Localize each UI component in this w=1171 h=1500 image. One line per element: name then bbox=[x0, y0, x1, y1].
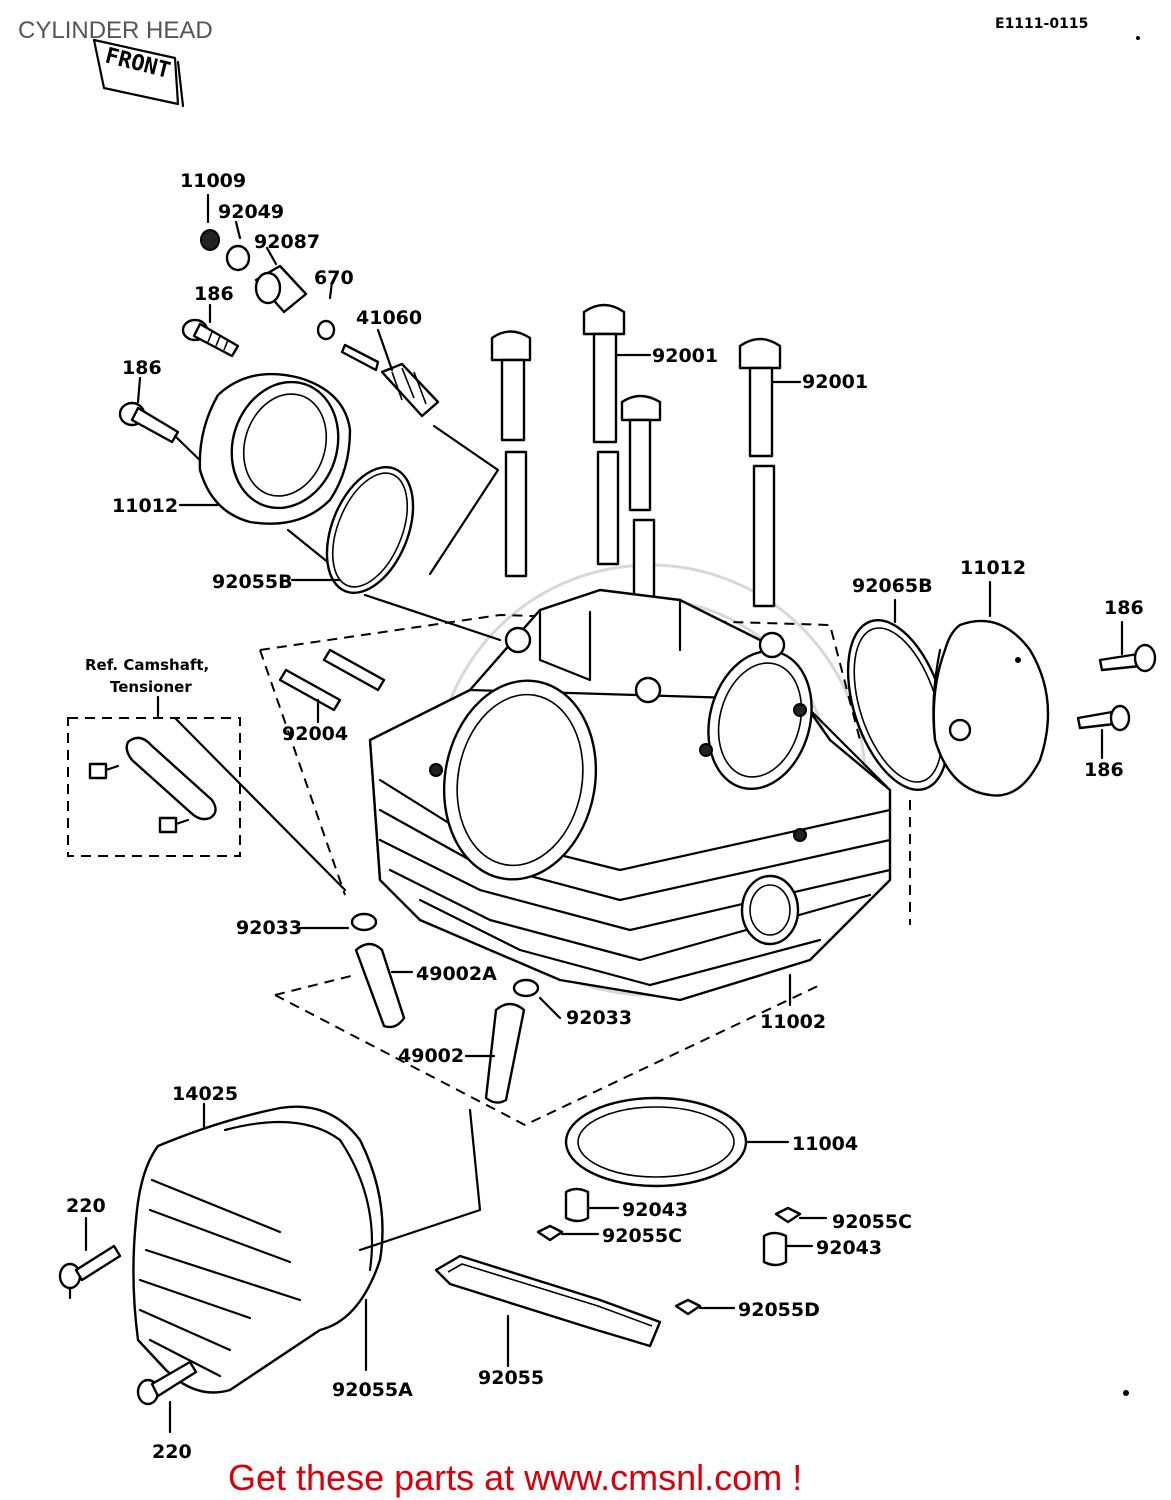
part-label: 186 bbox=[1084, 759, 1124, 781]
part-label: 92004 bbox=[282, 723, 348, 745]
part-label: 92049 bbox=[218, 201, 284, 223]
reference-frames bbox=[259, 613, 911, 1127]
speck-mark bbox=[1123, 1390, 1129, 1396]
part-label: 670 bbox=[314, 267, 354, 289]
bolt-icon bbox=[158, 816, 178, 834]
part-label: 92055C bbox=[602, 1225, 682, 1247]
reference-note-line1: Ref. Camshaft, bbox=[85, 656, 209, 674]
part-labels: 11009 92049 92087 186 670 41060 186 9200… bbox=[66, 170, 1144, 1463]
reference-note-line2: Tensioner bbox=[110, 678, 192, 696]
bolt-icon bbox=[88, 762, 108, 780]
footer-shop-link[interactable]: Get these parts at www.cmsnl.com ! bbox=[228, 1457, 802, 1498]
part-label: 49002A bbox=[416, 963, 497, 985]
part-label: 11012 bbox=[112, 495, 178, 517]
tach-cover-left bbox=[118, 372, 352, 582]
cylinder-head-body bbox=[368, 588, 892, 1007]
valve-guides bbox=[298, 912, 562, 1104]
cover-gasket bbox=[434, 1254, 662, 1368]
part-label: 41060 bbox=[356, 307, 422, 329]
part-label: 49002 bbox=[398, 1045, 464, 1067]
diagram-code: E1111-0115 bbox=[995, 16, 1088, 32]
part-label: 92087 bbox=[254, 231, 320, 253]
sensor-assembly-parts bbox=[200, 193, 500, 576]
part-label: 92055D bbox=[738, 1299, 820, 1321]
shaft-icon bbox=[340, 343, 380, 372]
small-seals bbox=[536, 1187, 828, 1316]
part-label: 14025 bbox=[172, 1083, 238, 1105]
part-label: 92001 bbox=[802, 371, 868, 393]
tensioner-bracket bbox=[125, 736, 217, 821]
reference-box: Ref. Camshaft, Tensioner bbox=[67, 656, 347, 892]
o-ring-icon bbox=[316, 319, 336, 341]
part-label: 92055A bbox=[332, 1379, 413, 1401]
head-gasket-ring bbox=[564, 1096, 790, 1188]
part-label: 92043 bbox=[622, 1199, 688, 1221]
o-ring-left bbox=[290, 465, 502, 642]
part-label: 11009 bbox=[180, 170, 246, 192]
part-label: 11004 bbox=[792, 1133, 858, 1155]
part-label: 11002 bbox=[760, 1011, 826, 1033]
part-label: 92033 bbox=[566, 1007, 632, 1029]
part-label: 186 bbox=[122, 357, 162, 379]
part-label: 220 bbox=[152, 1441, 192, 1463]
part-label: 92055 bbox=[478, 1367, 544, 1389]
nut-icon bbox=[200, 229, 220, 251]
bolt-186-top bbox=[181, 303, 240, 358]
part-label: 220 bbox=[66, 1195, 106, 1217]
part-label: 186 bbox=[194, 283, 234, 305]
head-cover-left bbox=[132, 1102, 482, 1394]
part-label: 92065B bbox=[852, 575, 933, 597]
speck-mark bbox=[1136, 36, 1140, 40]
front-arrow-tag: FRONT bbox=[92, 38, 185, 108]
diagram-title: CYLINDER HEAD bbox=[18, 17, 213, 44]
part-label: 92043 bbox=[816, 1237, 882, 1259]
washer-icon bbox=[225, 244, 251, 272]
part-label: 92055B bbox=[212, 571, 293, 593]
part-label: 186 bbox=[1104, 597, 1144, 619]
part-label: 92055C bbox=[832, 1211, 912, 1233]
cover-bolts bbox=[58, 1216, 198, 1434]
part-label: 92033 bbox=[236, 917, 302, 939]
tach-cover-right bbox=[846, 580, 1157, 797]
part-label: 92001 bbox=[652, 345, 718, 367]
part-label: 11012 bbox=[960, 557, 1026, 579]
dowel-pins bbox=[278, 648, 386, 724]
